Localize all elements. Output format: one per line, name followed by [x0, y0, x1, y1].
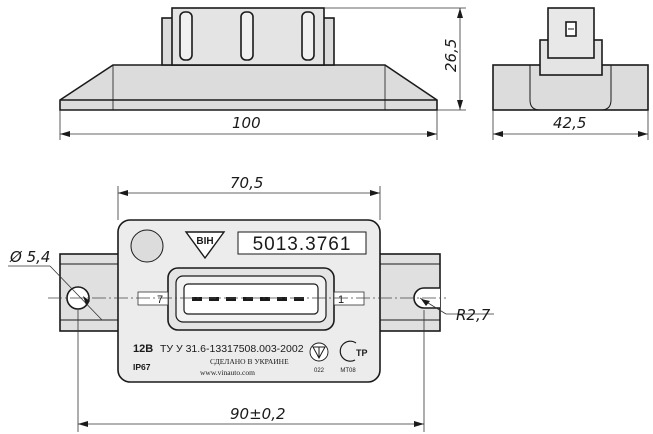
- dimension-100: 100: [59, 110, 438, 140]
- dimension-90: 90±0,2: [77, 310, 425, 432]
- voltage-label: 12В: [133, 343, 153, 355]
- front-pin: [179, 11, 193, 61]
- dim-body-width: 70,5: [230, 174, 263, 192]
- front-pin: [240, 11, 254, 61]
- front-base: [59, 64, 438, 111]
- side-view: [492, 7, 649, 111]
- dim-front-width: 100: [232, 114, 261, 132]
- cert-left-code: 022: [314, 368, 325, 374]
- vin-logo-icon: [184, 231, 226, 260]
- website-label: www.vinauto.com: [200, 368, 255, 377]
- dim-side-width: 42,5: [553, 114, 586, 132]
- cert-right-code: МТ08: [340, 368, 356, 374]
- part-number: 5013.3761: [253, 234, 352, 255]
- certification-mark-icon: [309, 342, 329, 362]
- dimension-26-5: 26,5: [324, 7, 466, 111]
- cert-right-mark: ТР: [356, 348, 368, 358]
- front-view: [59, 7, 438, 111]
- dimension-70-5: 70,5: [117, 174, 381, 220]
- dimension-hole: Ø 5,4: [8, 248, 103, 321]
- dimension-42-5: 42,5: [492, 110, 649, 140]
- dim-height: 26,5: [442, 39, 460, 72]
- dim-slot-radius: R2,7: [456, 306, 491, 324]
- part-number-box: [237, 231, 367, 255]
- connector-pins: [192, 297, 304, 301]
- made-in-label: СДЕЛАНО В УКРАИНЕ: [210, 357, 289, 366]
- ip-label: IP67: [133, 362, 151, 372]
- round-mark: [130, 229, 164, 263]
- dim-hole-diameter: Ø 5,4: [9, 248, 50, 266]
- dim-hole-spacing: 90±0,2: [230, 405, 286, 423]
- front-pin: [301, 11, 315, 61]
- tr-mark-icon: [339, 340, 357, 362]
- body-top-view: ВІН 5013.3761 7 1 12В ТУ У 31.6-13317508…: [117, 219, 381, 383]
- dimension-radius: R2,7: [419, 297, 494, 324]
- pin-label-right: 1: [338, 294, 344, 306]
- pin-label-left: 7: [157, 294, 163, 306]
- spec-label: ТУ У 31.6-13317508.003-2002: [160, 343, 304, 355]
- logo-text: ВІН: [196, 236, 213, 247]
